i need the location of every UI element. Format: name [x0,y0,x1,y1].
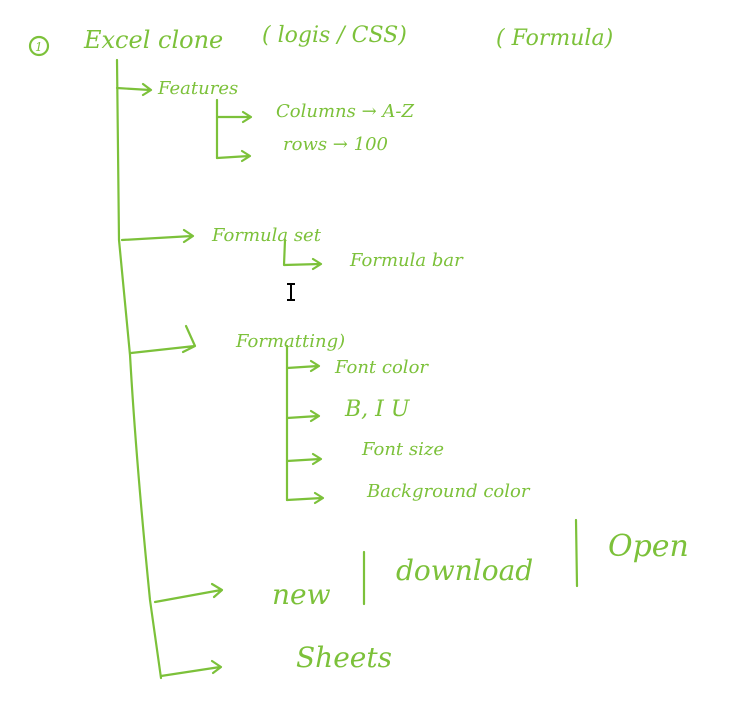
title-paren-text: ( logis / CSS) [262,23,407,48]
download-label: download [396,554,533,587]
sheets-label: Sheets [296,641,392,674]
background-color-label: Background color [366,481,531,502]
title-formula-text: ( Formula) [496,26,613,51]
branch-formatting-line [129,324,197,355]
branch-biu-line [285,409,321,423]
tree-trunk-line [115,58,163,680]
open-label: Open [608,529,689,564]
branch-features-line [115,82,153,97]
branch-columns-line [215,110,253,124]
rows-label: rows → 100 [283,134,388,155]
divider-2-line [574,518,579,588]
branch-font-color-line [285,359,321,373]
branch-formula-set-line [120,228,195,244]
formula-set-label: Formula set [211,225,322,246]
branch-formula-bar-line [282,238,323,271]
formula-bar-label: Formula bar [349,250,464,271]
font-color-label: Font color [334,357,429,378]
branch-file-actions-line [153,582,224,604]
branch-font-size-line [285,452,323,466]
new-label: new [272,578,331,611]
formatting-label: Formatting) [235,331,345,352]
branch-background-color-line [285,491,325,505]
item-number: 1 [35,40,43,54]
branch-sheets-line [159,659,223,678]
biu-label: B, I U [344,397,411,422]
text-i-beam-icon [287,283,295,301]
branch-rows-line [215,149,252,163]
font-size-label: Font size [361,439,444,460]
title-text: Excel clone [83,26,223,54]
features-label: Features [157,78,238,99]
item-number-circle [28,35,50,57]
columns-label: Columns → A-Z [276,101,414,122]
